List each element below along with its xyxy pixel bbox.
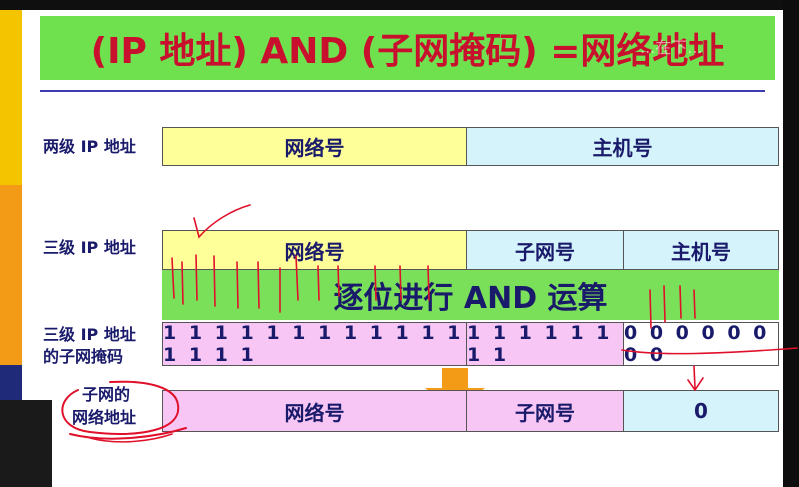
mask-host-bits: 0 0 0 0 0 0 0 0 xyxy=(624,322,778,366)
two-level-net-text: 网络号 xyxy=(285,132,345,161)
two-level-ip-label: 两级 IP 地址 xyxy=(43,137,136,157)
and-operation-band: 逐位进行 AND 运算 xyxy=(162,270,779,320)
slide-left-strip-orange xyxy=(0,185,22,365)
result-host-cell: 0 xyxy=(623,390,779,432)
result-subnet-text: 子网号 xyxy=(515,397,575,426)
window-right-edge xyxy=(783,0,799,487)
slide-left-strip-yellow xyxy=(0,10,22,185)
three-level-net-text: 网络号 xyxy=(285,236,345,265)
result-host-text: 0 xyxy=(694,399,708,423)
mask-host-bits-cell: 0 0 0 0 0 0 0 0 xyxy=(623,322,779,366)
and-operation-text: 逐位进行 AND 运算 xyxy=(333,273,607,317)
mask-net-bits: 1 1 1 1 1 1 1 1 1 1 1 1 1 1 1 1 xyxy=(163,322,466,366)
title-divider xyxy=(40,90,765,92)
mask-subnet-bits-cell: 1 1 1 1 1 1 1 1 xyxy=(466,322,624,366)
three-level-net-cell: 网络号 xyxy=(162,230,467,270)
result-net-cell: 网络号 xyxy=(162,390,467,432)
mask-label-line2: 的子网掩码 xyxy=(43,347,123,367)
slide-title: (IP 地址) AND (子网掩码) =网络地址 xyxy=(91,22,725,74)
result-label-line1: 子网的 xyxy=(82,385,130,405)
mask-net-bits-cell: 1 1 1 1 1 1 1 1 1 1 1 1 1 1 1 1 xyxy=(162,322,467,366)
three-level-host-text: 主机号 xyxy=(671,236,731,265)
two-level-host-cell: 主机号 xyxy=(466,127,779,166)
webcam-thumbnail xyxy=(0,400,52,487)
result-label-line2: 网络地址 xyxy=(72,408,136,428)
two-level-host-text: 主机号 xyxy=(593,132,653,161)
three-level-subnet-cell: 子网号 xyxy=(466,230,624,270)
three-level-subnet-text: 子网号 xyxy=(515,236,575,265)
three-level-ip-label: 三级 IP 地址 xyxy=(43,238,136,258)
mask-label-line1: 三级 IP 地址 xyxy=(43,325,136,345)
mask-subnet-bits: 1 1 1 1 1 1 1 1 xyxy=(467,322,623,366)
window-top-bar xyxy=(0,0,799,10)
two-level-net-cell: 网络号 xyxy=(162,127,467,166)
result-net-text: 网络号 xyxy=(285,397,345,426)
result-subnet-cell: 子网号 xyxy=(466,390,624,432)
three-level-host-cell: 主机号 xyxy=(623,230,779,270)
danmaku-watermark: ...在下... xyxy=(640,34,703,58)
slide-left-strip-navy xyxy=(0,365,22,405)
